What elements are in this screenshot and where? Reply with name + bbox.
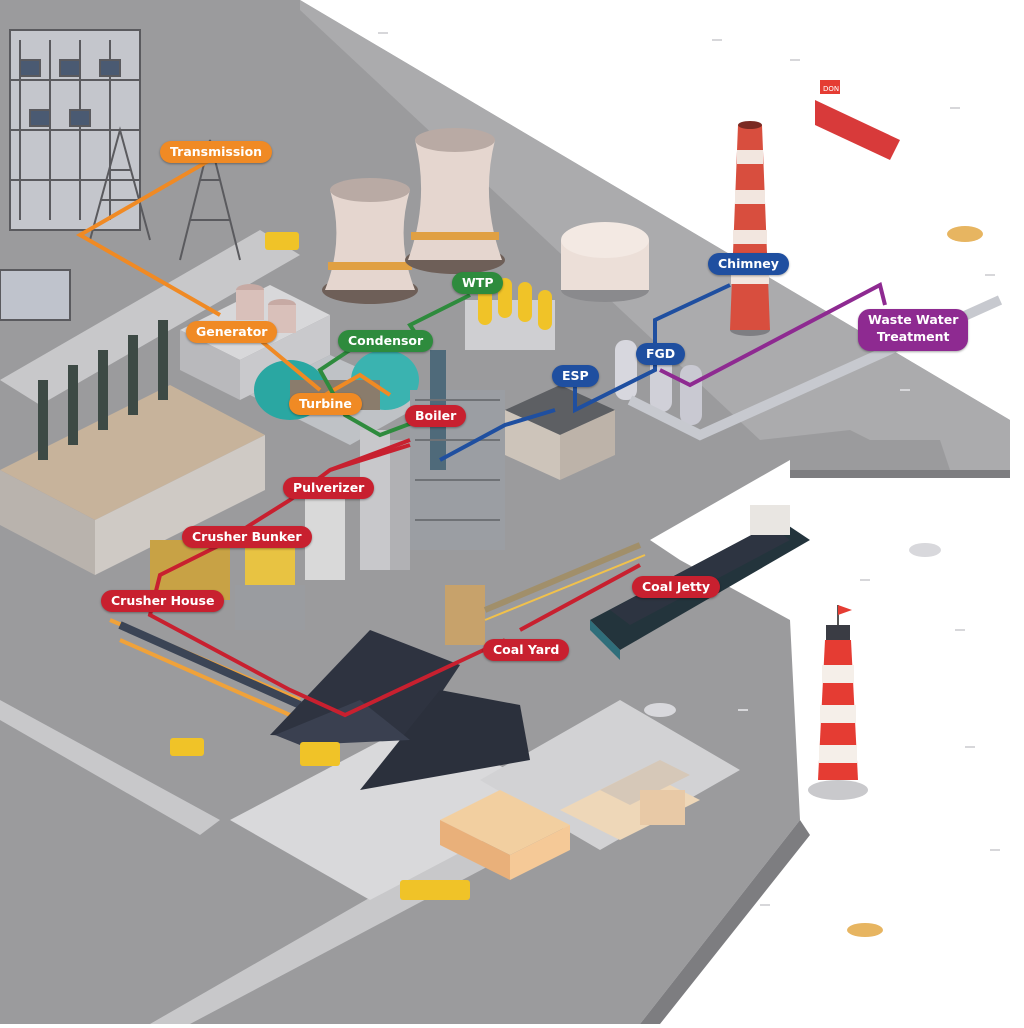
storage-tank-icon bbox=[561, 222, 649, 302]
label-fgd: FGD bbox=[636, 343, 686, 365]
tugboat-icon: DON bbox=[644, 80, 983, 937]
office-building-icon bbox=[440, 760, 700, 880]
wtp-tanks bbox=[465, 278, 555, 350]
label-chimney: Chimney bbox=[708, 253, 789, 275]
label-waste-water-line2: Treatment bbox=[876, 329, 950, 344]
label-crusher-bunker: Crusher Bunker bbox=[182, 526, 312, 548]
truck-icon bbox=[170, 232, 470, 900]
label-crusher-house: Crusher House bbox=[101, 590, 225, 612]
chimney-icon bbox=[730, 121, 770, 336]
label-transmission: Transmission bbox=[160, 141, 273, 163]
lighthouse-icon bbox=[808, 605, 868, 800]
cooling-tower-icon bbox=[322, 128, 505, 304]
flue-gas-flow bbox=[439, 283, 731, 462]
label-condensor: Condensor bbox=[338, 330, 434, 352]
label-waste-water-line1: Waste Water bbox=[868, 312, 959, 327]
transformer-icon bbox=[0, 269, 71, 321]
coal-pile-icon bbox=[270, 630, 530, 790]
esp-unit bbox=[505, 385, 615, 480]
label-coal-jetty: Coal Jetty bbox=[632, 576, 721, 598]
boiler-structure bbox=[360, 350, 505, 570]
switchyard bbox=[0, 29, 241, 321]
crusher-structures bbox=[109, 490, 345, 717]
label-waste-water-treatment: Waste Water Treatment bbox=[858, 309, 969, 351]
label-boiler: Boiler bbox=[405, 405, 467, 427]
label-esp: ESP bbox=[552, 365, 599, 387]
transmission-tower-icon bbox=[89, 126, 151, 241]
label-coal-yard: Coal Yard bbox=[483, 639, 570, 661]
label-wtp: WTP bbox=[452, 272, 504, 294]
warehouse-stacks bbox=[0, 320, 265, 575]
water-waves bbox=[378, 32, 1000, 906]
label-pulverizer: Pulverizer bbox=[283, 477, 375, 499]
label-generator: Generator bbox=[186, 321, 278, 343]
steam-power-flow bbox=[75, 158, 392, 397]
coal-jetty bbox=[445, 542, 646, 645]
ship-flag-text: DON bbox=[823, 85, 839, 93]
waste-water-flow bbox=[659, 282, 887, 388]
label-turbine: Turbine bbox=[289, 393, 362, 415]
